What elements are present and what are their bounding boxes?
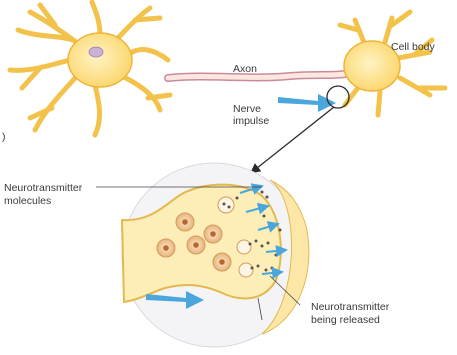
being-released-label-line1: Neurotransmitter xyxy=(311,301,390,313)
being-released-label-line2: being released xyxy=(311,314,380,326)
right-neuron xyxy=(340,12,445,115)
cell-body-label: Cell body xyxy=(391,41,436,53)
axon-label: Axon xyxy=(233,63,257,75)
nerve-impulse-label-line1: Nerve xyxy=(233,103,261,115)
neurotransmitter-molecules-label-line2: molecules xyxy=(4,195,51,207)
neurotransmitter-molecules-label-line1: Neurotransmitter xyxy=(4,182,83,194)
left-edge-fragment: ) xyxy=(2,131,6,143)
nerve-impulse-label-line2: impulse xyxy=(233,115,269,127)
synapse-zoom xyxy=(122,163,309,347)
zoom-indicator-circle xyxy=(327,86,349,108)
left-nucleus xyxy=(89,47,103,57)
left-neuron xyxy=(10,2,170,135)
